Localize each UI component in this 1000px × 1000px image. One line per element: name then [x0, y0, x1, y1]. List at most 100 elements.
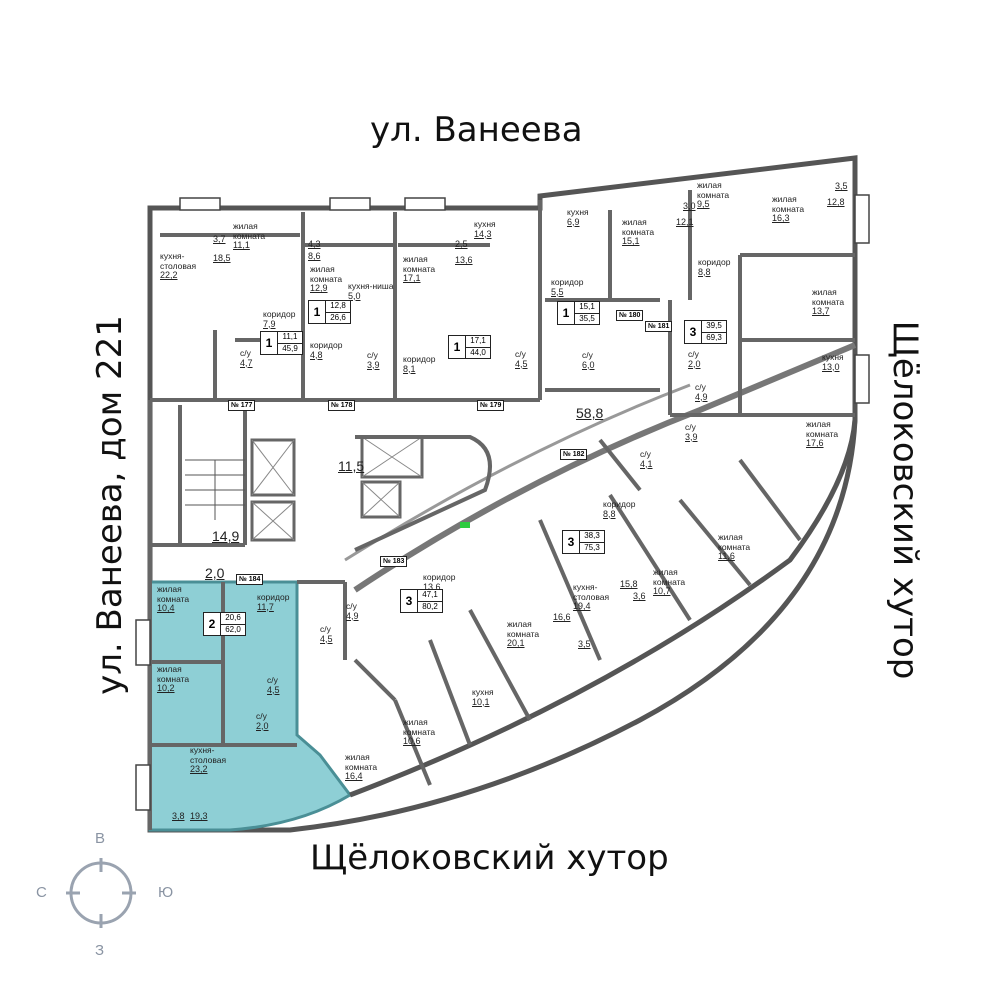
room-label: 3,8 — [172, 811, 185, 822]
apartment-living-area: 47,1 — [418, 590, 442, 602]
compass-east: Ю — [158, 884, 174, 901]
apartment-rooms: 3 — [401, 590, 418, 612]
street-label-right: Щёлоковский хутор — [885, 320, 925, 680]
apartment-living-area: 17,1 — [466, 336, 490, 348]
room-name: кухня- столовая — [573, 582, 610, 602]
apartment-rooms: 1 — [449, 336, 466, 358]
room-area: 13,6 — [423, 581, 441, 592]
room-area: 12,1 — [676, 217, 694, 227]
room-name: коридор — [698, 257, 731, 267]
room-area: 3,6 — [633, 591, 646, 601]
room-label: 3,5 — [835, 181, 848, 192]
room-name: коридор — [403, 354, 436, 364]
apartment-number[interactable]: № 182 — [560, 449, 588, 460]
apartment-living-area: 15,1 — [575, 302, 599, 314]
room-name: жилая комната — [653, 567, 686, 587]
room-label: 8,6 — [308, 251, 321, 262]
room-area: 4,8 — [310, 349, 323, 360]
apartment-number[interactable]: № 184 — [236, 574, 264, 585]
room-area: 19,3 — [190, 811, 208, 821]
room-name: жилая комната — [403, 254, 436, 274]
room-name: жилая комната — [772, 194, 805, 214]
room-label: 4,3 — [308, 239, 321, 250]
room-area: 3,5 — [578, 639, 591, 649]
apartment-number[interactable]: № 179 — [477, 400, 505, 411]
room-area: 6,0 — [582, 359, 595, 370]
room-label: 15,8 — [620, 579, 638, 590]
apartment-rooms: 2 — [204, 613, 221, 635]
room-area: 13,7 — [812, 306, 830, 316]
apartment-number[interactable]: № 181 — [645, 321, 673, 332]
room-name: с/у — [346, 601, 357, 611]
common-area-label: 58,8 — [576, 405, 604, 421]
south-outer-wall — [349, 419, 858, 798]
room-name: жилая комната — [718, 532, 751, 552]
room-area: 8,8 — [603, 508, 616, 519]
room-area: 16,4 — [345, 771, 363, 781]
room-label: 16,6 — [553, 612, 571, 623]
room-label: 12,8 — [827, 197, 845, 208]
room-area: 17,1 — [403, 273, 421, 283]
room-name: жилая комната — [310, 264, 343, 284]
apartment-total-area: 80,2 — [422, 601, 438, 611]
apartment-number[interactable]: № 177 — [228, 400, 256, 411]
room-label: 13,6 — [455, 255, 473, 266]
stair-core-wall — [354, 435, 492, 552]
room-area: 13,6 — [455, 255, 473, 265]
room-name: жилая комната — [157, 584, 190, 604]
apartment-number[interactable]: № 178 — [328, 400, 356, 411]
room-area: 4,1 — [640, 458, 653, 469]
room-area: 10,1 — [472, 696, 490, 707]
room-name: с/у — [256, 711, 267, 721]
balconies — [135, 194, 870, 811]
street-label-left: ул. Ванеева, дом 221 — [90, 315, 130, 695]
room-name: жилая комната — [806, 419, 839, 439]
apartment-number[interactable]: № 183 — [380, 556, 408, 567]
apartment-number[interactable]: № 180 — [616, 310, 644, 321]
room-area: 15,8 — [620, 579, 638, 589]
room-name: жилая комната — [507, 619, 540, 639]
room-name: коридор — [551, 277, 584, 287]
room-area: 22,2 — [160, 270, 178, 280]
room-name: кухня — [822, 352, 844, 362]
room-name: с/у — [267, 675, 278, 685]
room-area: 2,0 — [256, 720, 269, 731]
room-area: 12,8 — [827, 197, 845, 207]
apartment-living-area: 38,3 — [580, 531, 604, 543]
apartment-living-area: 20,6 — [221, 613, 245, 625]
room-area: 15,1 — [622, 236, 640, 246]
room-name: жилая комната — [812, 287, 845, 307]
compass-west: С — [36, 884, 47, 901]
selected-apartment-highlight[interactable] — [148, 580, 353, 832]
room-name: с/у — [688, 349, 699, 359]
room-name: с/у — [515, 349, 526, 359]
room-area: 10,7 — [653, 586, 671, 596]
compass-north: В — [95, 830, 106, 847]
room-area: 17,6 — [806, 438, 824, 448]
